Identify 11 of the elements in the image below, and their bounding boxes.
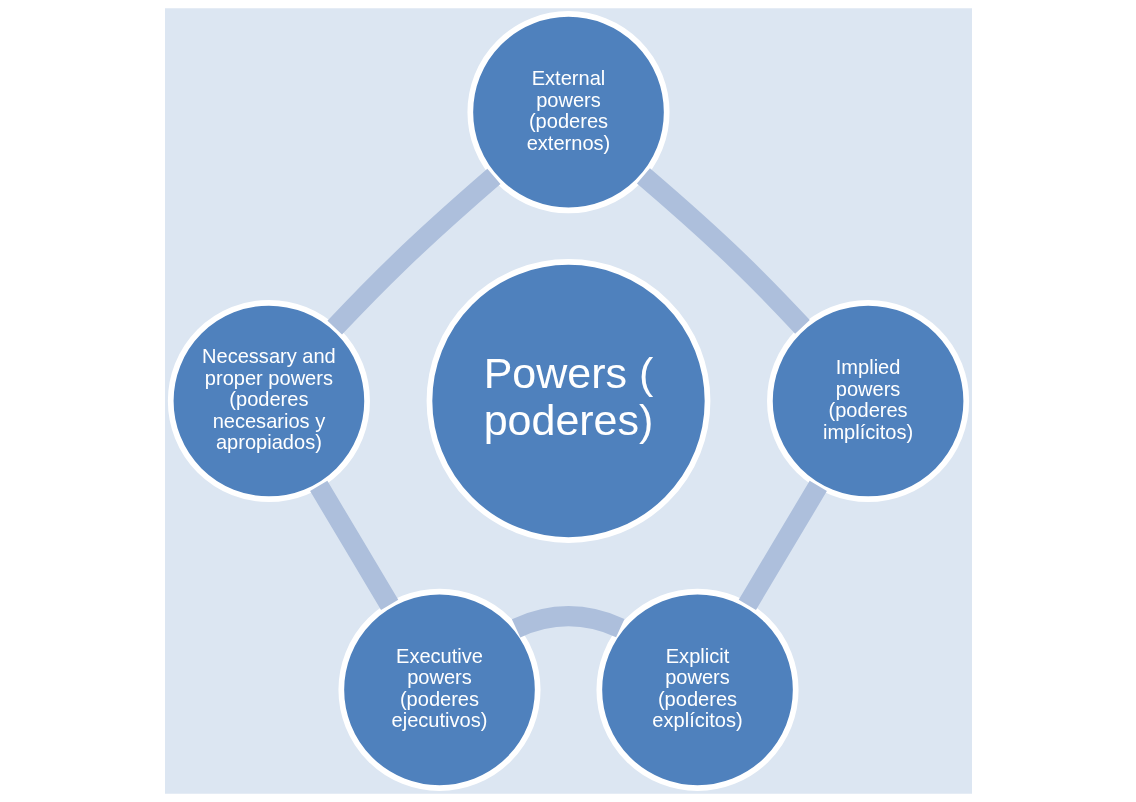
node-circle: External powers (poderes externos) xyxy=(466,11,670,214)
connector xyxy=(636,168,810,334)
connector xyxy=(326,168,500,335)
node-circle: Explicit powers (poderes explícitos) xyxy=(595,588,799,791)
connector xyxy=(309,480,398,610)
node-circle: Implied powers (poderes implícitos) xyxy=(766,299,969,503)
connector xyxy=(738,480,827,610)
node-circle: Necessary and proper powers (poderes necesarios y apropiados) xyxy=(167,299,370,503)
connector xyxy=(511,606,624,638)
node-circle: Powers (poderes) xyxy=(426,259,710,543)
node-circle: Executive powers (poderes ejecutivos) xyxy=(337,588,541,791)
